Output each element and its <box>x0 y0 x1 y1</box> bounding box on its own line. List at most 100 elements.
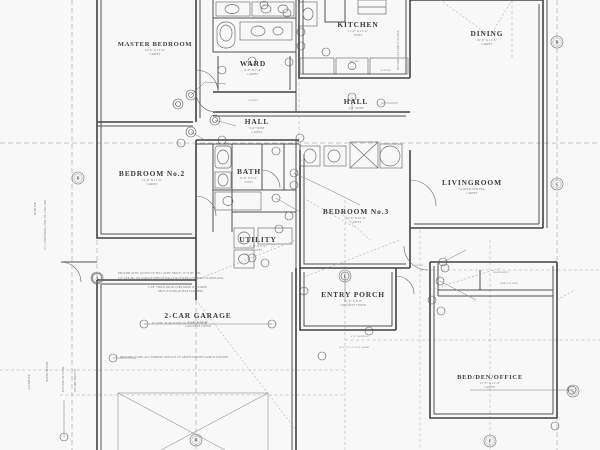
small-label-closet: CL. <box>299 159 303 162</box>
room-name: BED/DEN/OFFICE <box>457 374 523 381</box>
room-finish: CARPET <box>149 53 160 56</box>
room-dimension: 11'-0" X 11'-6" <box>348 29 368 33</box>
room-finish: CONCRETE FINISH <box>185 325 211 328</box>
room-label-bedroom-2: BEDROOM No.211'-0" X 11'-6"CARPET <box>119 169 185 186</box>
room-name: 2-CAR GARAGE <box>164 311 231 320</box>
note-note-slab: 4" CONC. SLAB SLOPE TO GARAGE DOOR <box>152 322 207 325</box>
note-note-attic-access: PROVIDE ATTIC ACCESS TO FULL ATTIC SPACE… <box>118 272 201 275</box>
room-name: KITCHEN <box>337 20 378 29</box>
small-label-equipment: EQUIPMENT <box>493 271 509 274</box>
room-name: WARD <box>240 59 266 68</box>
small-label-door-opening: 6'-0" OPENING <box>351 335 369 338</box>
room-finish: CONCRETE FINISH <box>340 304 366 307</box>
room-dimension: 5'-0" X 6'-0" <box>249 244 266 248</box>
plan-notes: PROVIDE ATTIC ACCESS TO FULL ATTIC SPACE… <box>118 272 228 359</box>
room-name: BEDROOM No.3 <box>323 207 389 216</box>
small-label-pantry: PANTRY <box>381 69 392 72</box>
room-finish: CARPET <box>481 43 492 46</box>
grid-bubble-label: E <box>344 274 347 279</box>
margin-note-vnote-gas-line: PROVIDE GAS LINE TO RANGE <box>397 30 400 70</box>
room-finish: CARPET <box>247 73 258 76</box>
small-label-linens: LINENS <box>248 99 258 102</box>
door-swings <box>60 69 437 295</box>
room-name: BEDROOM No.2 <box>119 169 185 178</box>
grid-bubble-label: H <box>194 438 198 443</box>
room-finish: VINYL <box>244 181 253 184</box>
room-dimension: 6'-0" X 7'-6" <box>244 68 261 72</box>
grid-bubble-bubble-g-bot: G <box>566 384 580 398</box>
small-label-wh: W.H. <box>243 253 249 256</box>
room-dimension: SLOPED CEILING <box>459 187 485 191</box>
small-label-entry: ENTRY <box>415 264 424 267</box>
grid-bubble-bubble-h-bot: H <box>189 433 203 447</box>
grid-bubbles: D C B A E F G H <box>71 35 580 448</box>
room-name: MASTER BEDROOM <box>118 41 193 48</box>
small-label-refrig: REFRIG. <box>350 60 361 63</box>
room-finish: CARPET <box>466 192 477 195</box>
room-dimension: 10'-0" X 11'-0" <box>477 38 497 42</box>
margin-note-vnote-meter: GAS METER <box>28 374 31 390</box>
room-name: ENTRY PORCH <box>321 290 385 299</box>
grid-bubble-bubble-d-right: D <box>550 35 564 49</box>
room-name: HALL <box>245 117 270 126</box>
grid-bubble-bubble-c-right: C <box>550 177 564 191</box>
building-walls <box>96 0 558 450</box>
room-finish: CARPET <box>484 386 495 389</box>
room-finish: CARPET <box>350 111 361 114</box>
room-finish: VINYL <box>253 249 262 252</box>
room-finish: VINYL <box>353 34 362 37</box>
plumbing-fixtures <box>117 0 409 450</box>
grid-bubble-label: B <box>77 176 80 181</box>
room-finish: CARPET <box>251 131 262 134</box>
grid-bubble-bubble-e-mid: E <box>338 269 352 283</box>
small-labels: LINENS REFRIG. PANTRY ENTRY EQUIPMENT CL. W.H.… <box>243 60 518 349</box>
grid-bubble-bubble-a-left: A <box>90 271 104 285</box>
room-dimension: 8'-0" X 5'-0" <box>240 176 257 180</box>
room-finish: CARPET <box>146 183 157 186</box>
note-note-solid-door: 1-3/8" THICK SOLID CORE DOOR W/ CLOSER <box>148 286 207 289</box>
room-dimension: 14'-4" X 13'-0" <box>145 48 166 52</box>
grid-bubble-bubble-b-left: B <box>71 171 85 185</box>
electrical-symbols <box>59 0 577 442</box>
margin-note-vnote-a-c: A/C CONDENSING UNIT ON CONC. PAD <box>44 200 47 250</box>
room-dimension: 11'-0" X 10'-6" <box>346 216 366 220</box>
room-name: LIVINGROOM <box>442 178 502 187</box>
room-dimension: 10'-0" X 6'-0" <box>344 299 363 303</box>
room-dimension: 3'-6" WIDE <box>348 106 364 110</box>
margin-note-vnote-panel: ELECTRICAL PANEL <box>62 366 65 392</box>
small-label-shelf-rod: SHELF & ROD <box>500 282 518 285</box>
grid-bubble-label: A <box>95 276 98 281</box>
grid-bubble-bubble-f-bot: F <box>483 434 497 448</box>
room-dimension: 12'-0" X 11'-0" <box>480 381 500 385</box>
margin-note-vnote-hose-bib: HOSE BIB <box>34 202 37 215</box>
margin-note-vnote-service: 200 AMP SERVICE <box>74 369 77 392</box>
room-name: DINING <box>471 29 504 38</box>
grid-bubble-label: D <box>555 40 558 45</box>
room-name: HALL <box>344 97 369 106</box>
note-note-self-close: SELF CLOSING & SELF LATCHING <box>158 290 203 293</box>
grid-bubble-label: F <box>489 439 492 444</box>
room-label-bedroom-3: BEDROOM No.311'-0" X 10'-6"CARPET <box>323 207 389 224</box>
note-note-garage-sep: 1/2" GYP. BD. ON GARAGE SIDE OF WALLS & … <box>118 277 224 280</box>
room-dimension: 21'-0" X 21'-0" <box>188 320 209 324</box>
small-label-overhead-door: 16'-0" X 7'-0" O.H. DOOR <box>339 346 370 349</box>
room-dimension: 11'-0" X 11'-6" <box>142 178 162 182</box>
grid-bubble-label: G <box>571 389 575 394</box>
grid-bubble-label: C <box>555 182 558 187</box>
